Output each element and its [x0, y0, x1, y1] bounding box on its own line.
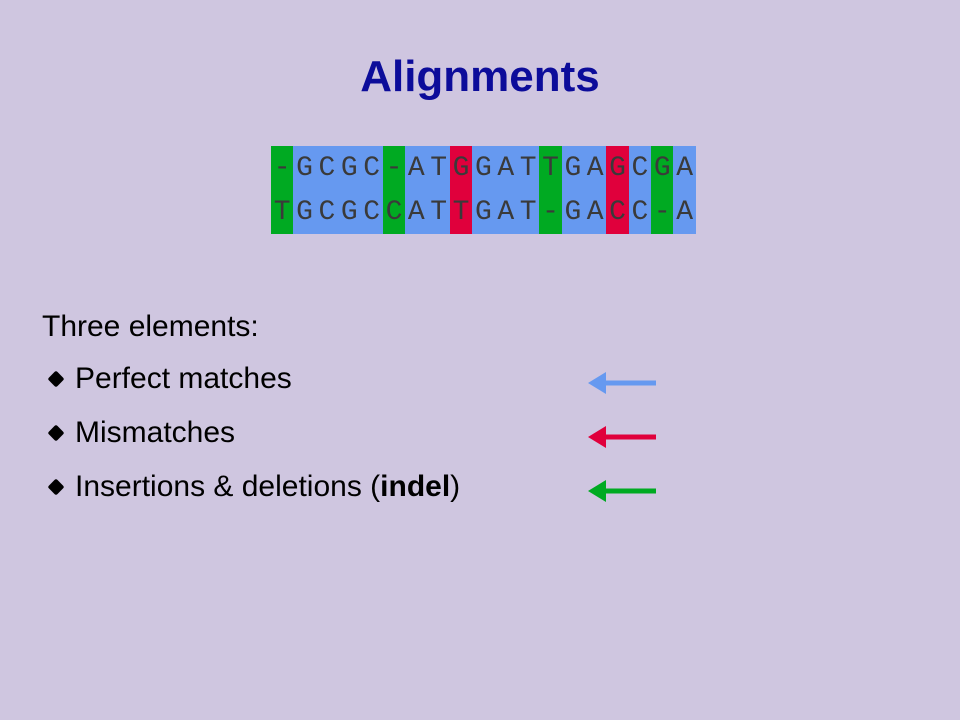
alignment-cell: T: [516, 190, 540, 234]
alignment-cell: C: [628, 146, 652, 190]
bullet-label: Perfect matches: [75, 362, 292, 395]
alignment-cell: T: [427, 190, 450, 234]
alignment-cell: G: [449, 146, 473, 190]
alignment-cell: A: [405, 146, 428, 190]
indel-term: indel: [380, 470, 451, 503]
alignment-cell: -: [651, 190, 674, 234]
intro-text: Three elements:: [42, 310, 259, 343]
alignment-cell: -: [539, 190, 562, 234]
alignment-cell: T: [427, 146, 450, 190]
alignment-cell: G: [338, 146, 361, 190]
diamond-bullet-icon: [47, 424, 65, 442]
red-arrow-icon: [588, 426, 656, 448]
alignment-cell: T: [271, 190, 294, 234]
diamond-bullet-icon: [47, 478, 65, 496]
alignment-cell: G: [338, 190, 361, 234]
alignment-cell: C: [360, 146, 383, 190]
diamond-bullet-icon: [47, 370, 65, 388]
alignment-cell: T: [516, 146, 540, 190]
alignment-cell: A: [673, 190, 696, 234]
alignment-cell: T: [449, 190, 473, 234]
alignment-cell: G: [472, 190, 495, 234]
alignment-cell: A: [584, 190, 607, 234]
alignment-cell: C: [606, 190, 629, 234]
alignment-cell: T: [539, 146, 562, 190]
alignment-cell: G: [472, 146, 495, 190]
alignment-cell: -: [271, 146, 294, 190]
alignment-cell: G: [561, 146, 585, 190]
alignment-cell: A: [494, 190, 517, 234]
alignment-cell: C: [628, 190, 652, 234]
alignment-cell: -: [382, 146, 406, 190]
alignment-cell: G: [293, 190, 316, 234]
alignment-cell: A: [494, 146, 517, 190]
green-arrow-icon: [588, 480, 656, 502]
alignment-cell: G: [293, 146, 316, 190]
bullet-label: Insertions & deletions (indel): [75, 470, 461, 503]
alignment-cell: A: [584, 146, 607, 190]
bullet-mismatches: Mismatches: [47, 416, 236, 450]
alignment-cell: G: [606, 146, 629, 190]
alignment-cell: A: [405, 190, 428, 234]
slide-title: Alignments: [360, 52, 600, 101]
alignment-cell: G: [561, 190, 585, 234]
bullet-indels: Insertions & deletions (indel): [47, 470, 461, 504]
alignment-cell: C: [315, 190, 339, 234]
alignment-cell: A: [673, 146, 696, 190]
alignment-cell: G: [651, 146, 674, 190]
blue-arrow-icon: [588, 372, 656, 394]
bullet-label: Mismatches: [75, 416, 236, 449]
alignment-cell: C: [382, 190, 406, 234]
alignment-cell: C: [315, 146, 339, 190]
alignment-cell: C: [360, 190, 383, 234]
bullet-perfect-matches: Perfect matches: [47, 362, 292, 396]
